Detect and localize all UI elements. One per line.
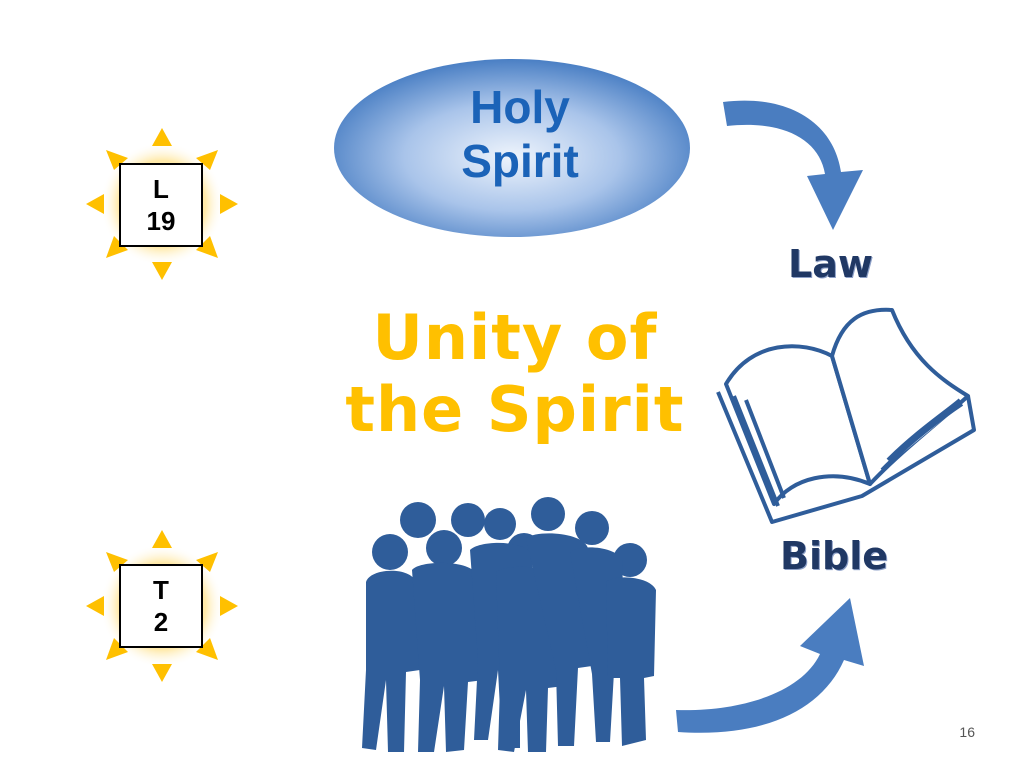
law-label: Law	[788, 242, 873, 286]
badge-t2-top: T	[153, 575, 169, 605]
bible-label: Bible	[780, 534, 888, 578]
badge-l19: L 19	[119, 163, 203, 247]
holy-spirit-title: Holy Spirit	[420, 80, 620, 188]
badge-t2-bottom: 2	[153, 607, 169, 637]
curved-arrow-icon	[723, 100, 863, 231]
badge-t2: T 2	[119, 564, 203, 648]
curved-arrow-icon	[676, 598, 864, 733]
holy-spirit-line2: Spirit	[461, 135, 579, 187]
unity-line1: Unity of	[372, 301, 658, 374]
unity-title: Unity of the Spirit	[330, 302, 700, 446]
badge-l19-top: L	[153, 174, 169, 204]
people-silhouette-icon	[362, 497, 656, 752]
page-number: 16	[959, 724, 975, 740]
holy-spirit-line1: Holy	[470, 81, 570, 133]
unity-line2: the Spirit	[345, 373, 685, 446]
open-book-icon	[716, 307, 976, 524]
holy-spirit-ellipse	[334, 59, 690, 237]
badge-l19-bottom: 19	[146, 206, 176, 236]
